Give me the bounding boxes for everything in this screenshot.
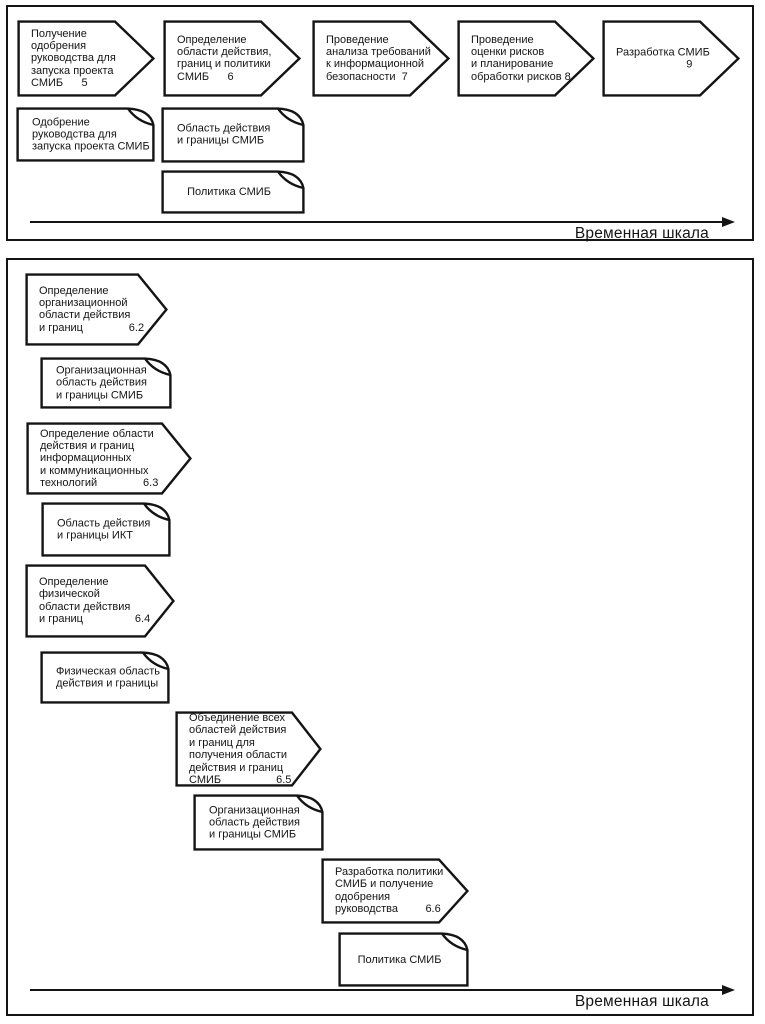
doc-management-approval-label: Одобрение руководства для запуска проект…	[32, 115, 150, 153]
step-7-arrow: Проведение анализа требований к информац…	[312, 20, 450, 97]
step-6-5-arrow: Объединение всех областей действия и гра…	[175, 711, 322, 787]
detail-panel: Определение организационной области дейс…	[6, 258, 754, 1016]
timeline-label: Временная шкала	[574, 993, 709, 1010]
arrow-shape	[602, 20, 740, 97]
arrow-shape	[26, 422, 192, 495]
document-shape	[338, 932, 469, 987]
doc-org-scope-boundaries-label: Организационная область действия и грани…	[56, 364, 147, 402]
step-5-label: Получение одобрения руководства для запу…	[31, 27, 116, 90]
doc-combined-org-scope: Организационная область действия и грани…	[193, 794, 324, 851]
step-6-4-arrow: Определение физической области действия …	[25, 564, 175, 638]
overview-panel: Получение одобрения руководства для запу…	[6, 5, 754, 242]
doc-isms-scope-boundaries: Область действия и границы СМИБ	[161, 107, 305, 163]
doc-ict-scope-boundaries-label: Область действия и границы ИКТ	[57, 517, 151, 542]
doc-isms-policy: Политика СМИБ	[161, 170, 305, 214]
step-9-arrow: Разработка СМИБ 9	[602, 20, 740, 97]
timeline-line	[30, 989, 724, 991]
step-6-3-label: Определение области действия и границ ин…	[40, 427, 159, 490]
step-6-2-arrow: Определение организационной области дейс…	[25, 273, 168, 346]
arrow-shape	[17, 20, 155, 97]
step-8-label: Проведение оценки рисков и планирование …	[471, 33, 571, 83]
document-shape	[193, 794, 324, 851]
step-6-3-arrow: Определение области действия и границ ин…	[26, 422, 192, 495]
arrow-shape	[25, 273, 168, 346]
step-7-label: Проведение анализа требований к информац…	[326, 33, 431, 83]
arrow-shape	[312, 20, 450, 97]
timeline-axis: Временная шкала	[30, 984, 735, 1010]
arrow-shape	[163, 20, 301, 97]
step-6-5-label: Объединение всех областей действия и гра…	[189, 711, 292, 786]
document-shape	[40, 651, 170, 704]
timeline-label: Временная шкала	[574, 225, 709, 242]
step-6-4-label: Определение физической области действия …	[39, 576, 151, 626]
doc-physical-scope-boundaries: Физическая область действия и границы	[40, 651, 170, 704]
timeline-axis: Временная шкала	[30, 216, 735, 242]
step-5-arrow: Получение одобрения руководства для запу…	[17, 20, 155, 97]
arrow-shape	[25, 564, 175, 638]
timeline-arrowhead-icon	[722, 984, 735, 995]
step-6-6-arrow: Разработка политики СМИБ и получение одо…	[321, 858, 469, 924]
document-shape	[16, 107, 155, 162]
doc-combined-org-scope-label: Организационная область действия и грани…	[209, 803, 300, 841]
timeline-line	[30, 221, 724, 223]
step-6-label: Определение области действия, границ и п…	[177, 33, 272, 83]
document-shape	[161, 107, 305, 163]
step-8-arrow: Проведение оценки рисков и планирование …	[457, 20, 595, 97]
doc-ict-scope-boundaries: Область действия и границы ИКТ	[41, 502, 171, 557]
doc-management-approval: Одобрение руководства для запуска проект…	[16, 107, 155, 162]
doc-isms-scope-boundaries-label: Область действия и границы СМИБ	[177, 122, 271, 147]
doc-isms-policy-label: Политика СМИБ	[187, 185, 271, 198]
timeline-arrowhead-icon	[722, 216, 735, 227]
step-6-6-label: Разработка политики СМИБ и получение одо…	[335, 866, 444, 916]
step-6-2-label: Определение организационной области дейс…	[39, 284, 145, 334]
step-6-arrow: Определение области действия, границ и п…	[163, 20, 301, 97]
document-shape	[40, 357, 172, 409]
doc-physical-scope-boundaries-label: Физическая область действия и границы	[56, 665, 160, 690]
arrow-shape	[321, 858, 469, 924]
doc-isms-policy-final: Политика СМИБ	[338, 932, 469, 987]
doc-org-scope-boundaries: Организационная область действия и грани…	[40, 357, 172, 409]
document-shape	[161, 170, 305, 214]
document-shape	[41, 502, 171, 557]
doc-isms-policy-final-label: Политика СМИБ	[357, 953, 442, 966]
step-9-label: Разработка СМИБ 9	[616, 46, 710, 71]
arrow-shape	[457, 20, 595, 97]
arrow-shape	[175, 711, 322, 787]
